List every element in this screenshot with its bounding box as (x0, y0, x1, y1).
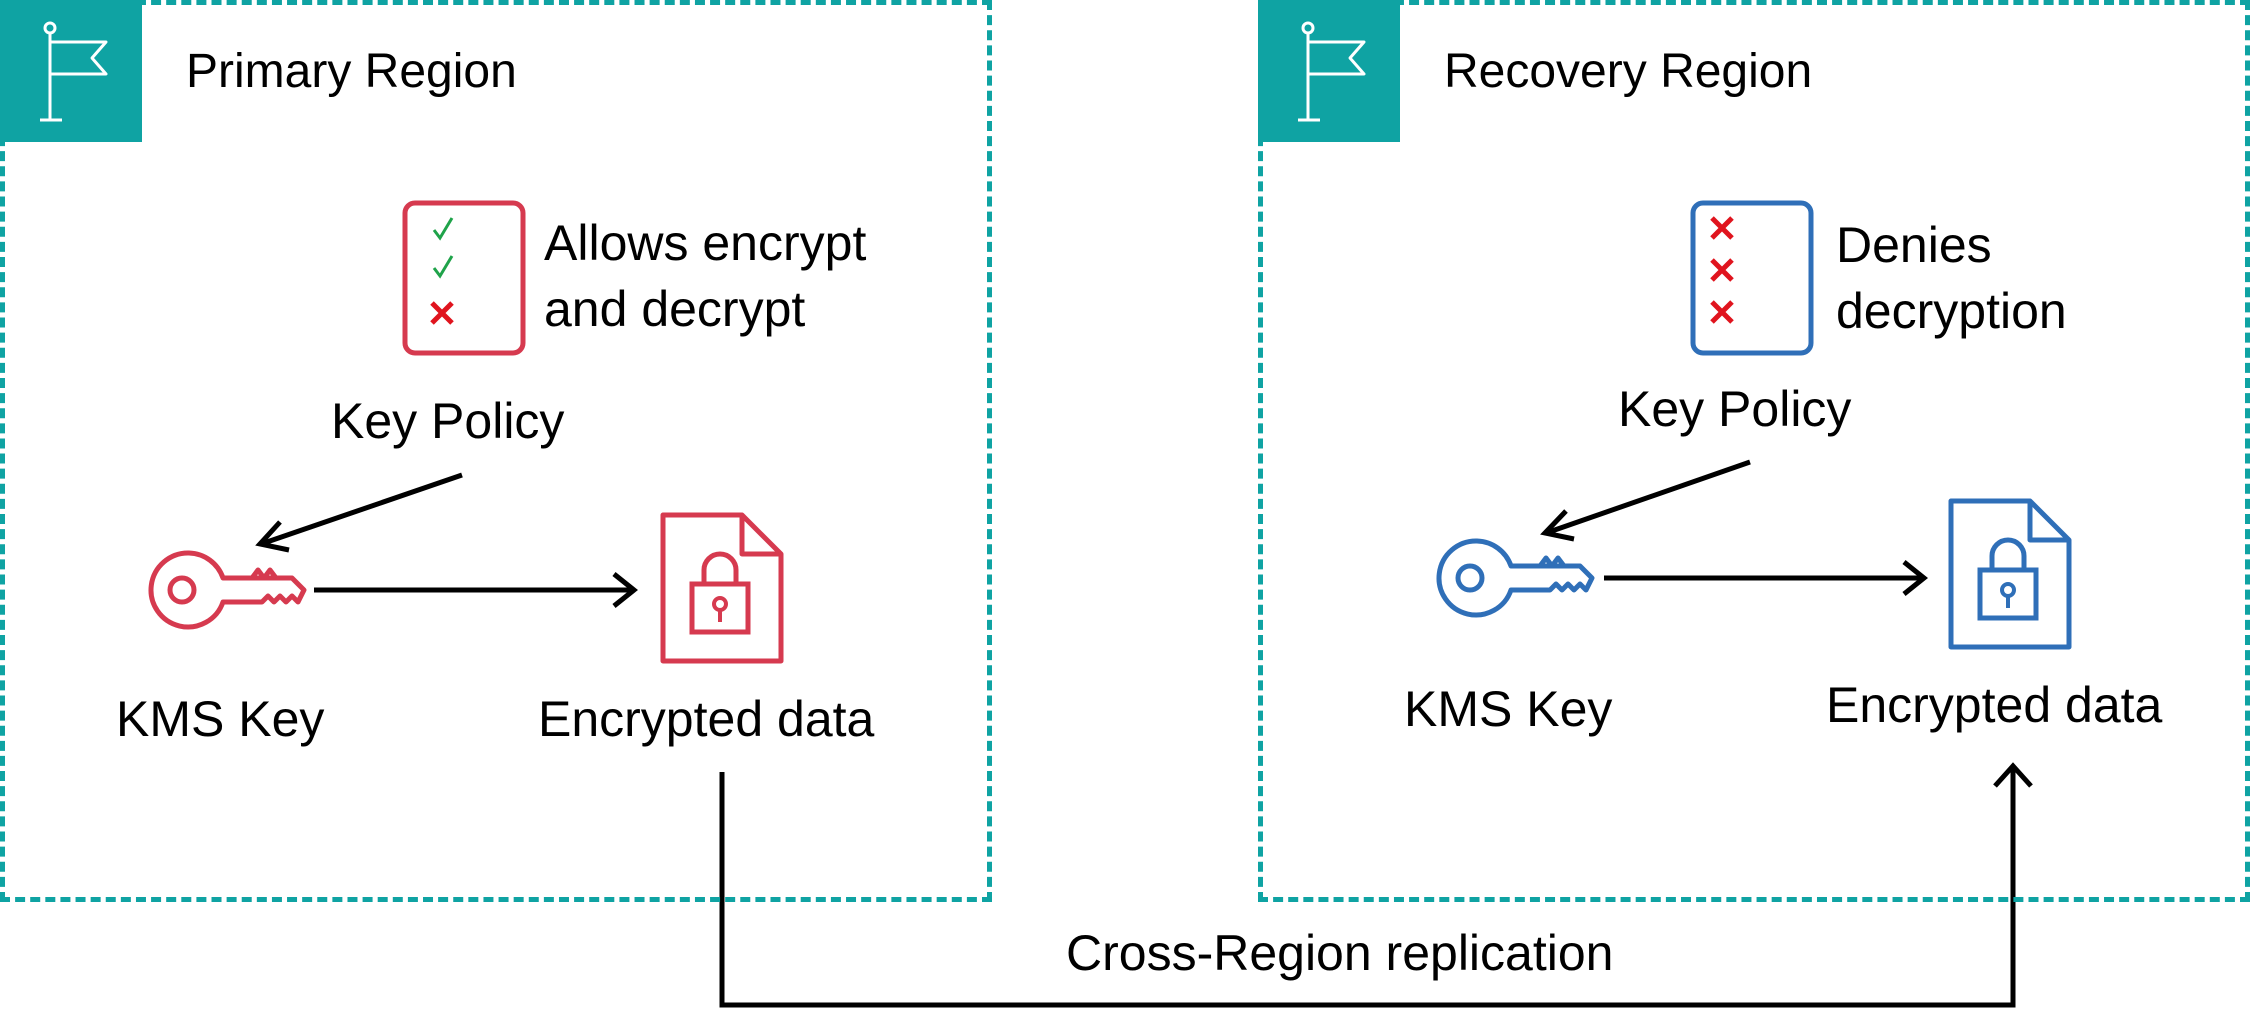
encrypted-file-icon (1948, 498, 2072, 650)
replication-path (719, 766, 2016, 1008)
primary-region-flag-badge (0, 0, 142, 142)
key-icon (148, 550, 307, 630)
flag-icon (40, 21, 108, 122)
policy-document-icon (1690, 200, 1814, 356)
recovery-region-box (1258, 0, 2250, 902)
primary-kms-key-label: KMS Key (116, 691, 325, 747)
primary-encrypted-data-label: Encrypted data (538, 691, 875, 747)
recovery-region-title: Recovery Region (1444, 45, 1813, 98)
policy-line: and decrypt (544, 281, 806, 337)
policy-line: decryption (1836, 283, 2067, 339)
policy-document-icon (402, 200, 526, 356)
primary-region-title: Primary Region (186, 45, 517, 98)
recovery-key-policy-label: Key Policy (1618, 381, 1852, 437)
policy-line: Allows encrypt (544, 215, 867, 271)
policy-to-key-arrow-primary (263, 472, 463, 546)
primary-region-box (0, 0, 992, 902)
key-icon (1436, 538, 1595, 618)
recovery-region-flag-badge (1258, 0, 1400, 142)
primary-policy-description: Allows encrypt and decrypt (544, 210, 866, 342)
primary-key-policy-label: Key Policy (331, 393, 565, 449)
policy-line: Denies (1836, 217, 1992, 273)
recovery-policy-description: Denies decryption (1836, 212, 2067, 344)
policy-to-key-arrow-recovery (1548, 459, 1751, 535)
recovery-kms-key-label: KMS Key (1404, 681, 1613, 737)
recovery-encrypted-data-label: Encrypted data (1826, 677, 2163, 733)
flag-icon (1298, 21, 1366, 122)
cross-region-replication-label: Cross-Region replication (1066, 925, 1614, 981)
encrypted-file-icon (660, 512, 784, 664)
